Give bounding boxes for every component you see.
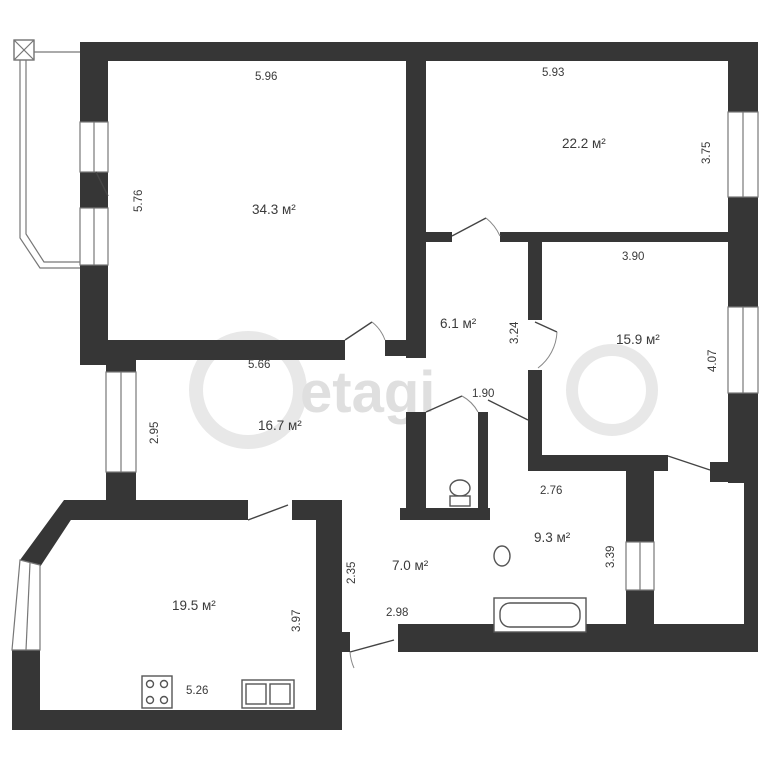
doors <box>95 171 711 669</box>
hall-width: 5.66 <box>248 359 270 371</box>
toilet-width: 1.90 <box>472 388 494 400</box>
bedroom-ne-area: 22.2 м² <box>562 136 606 151</box>
living-room-width: 5.96 <box>255 71 277 83</box>
sink-icon <box>493 545 511 567</box>
bathtub-icon <box>493 597 587 633</box>
living-room-depth: 5.76 <box>133 190 145 212</box>
bedroom-east-width: 3.90 <box>622 251 644 263</box>
entrance-width: 2.98 <box>386 607 408 619</box>
toilet-icon <box>449 479 471 507</box>
living-room-area: 34.3 м² <box>252 202 296 217</box>
bathroom-width: 2.76 <box>540 485 562 497</box>
entrance-area: 7.0 м² <box>392 558 429 573</box>
windows <box>11 111 759 651</box>
bedroom-ne-width: 5.93 <box>542 67 564 79</box>
bedroom-ne-depth: 3.75 <box>701 142 713 164</box>
window-kitchen <box>11 559 41 651</box>
bedroom-east-area: 15.9 м² <box>616 332 660 347</box>
fixtures <box>141 479 587 709</box>
hall-area: 16.7 м² <box>258 418 302 433</box>
kitchen-sink-icon <box>241 679 295 709</box>
bedroom-east-depth: 4.07 <box>707 350 719 372</box>
stove-icon <box>141 675 173 709</box>
bathroom-depth: 3.39 <box>605 546 617 568</box>
balcony <box>13 39 80 269</box>
labels: 5.96 5.76 34.3 м² 5.93 3.75 22.2 м² 3.90… <box>133 67 719 697</box>
kitchen-width: 5.26 <box>186 685 208 697</box>
kitchen-area: 19.5 м² <box>172 598 216 613</box>
hall-depth: 2.95 <box>149 422 161 444</box>
walls <box>12 42 758 730</box>
closet-area: 6.1 м² <box>440 316 477 331</box>
bathroom-area: 9.3 м² <box>534 530 571 545</box>
kitchen-depth: 3.97 <box>291 610 303 632</box>
closet-depth: 3.24 <box>509 321 521 344</box>
entrance-depth: 2.35 <box>346 562 358 584</box>
